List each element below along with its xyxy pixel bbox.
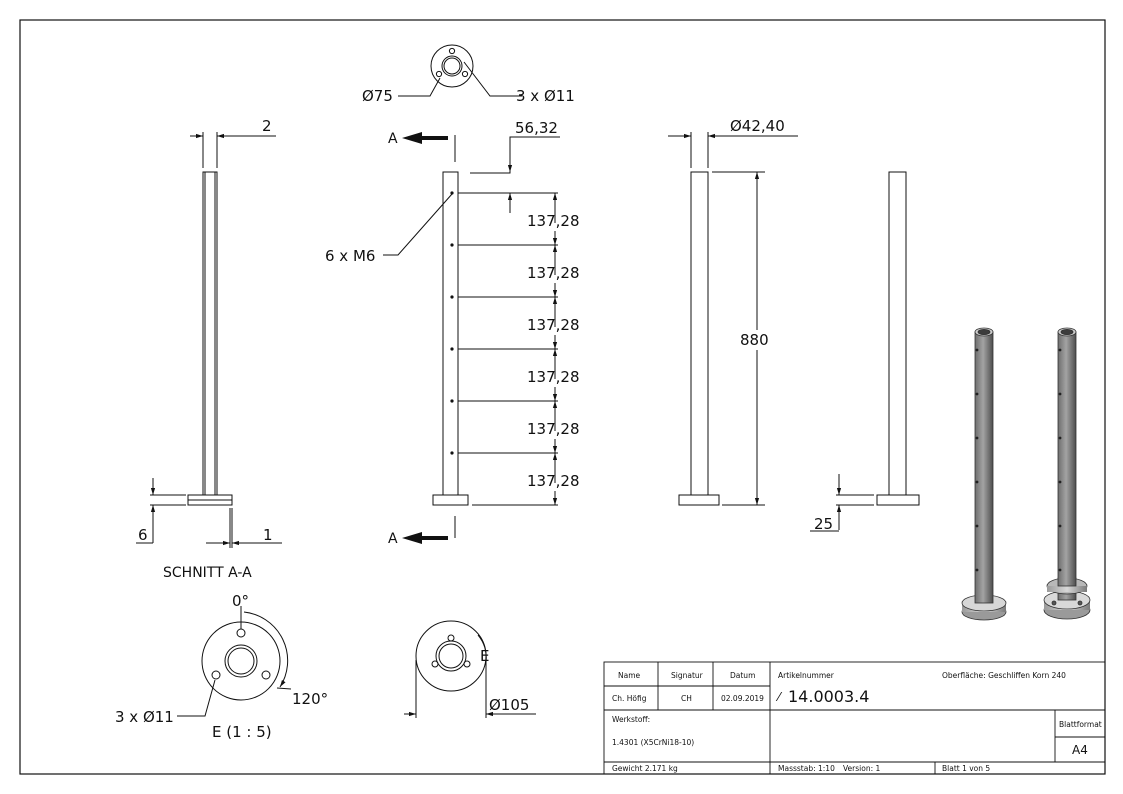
side-view <box>668 132 798 506</box>
section-view <box>136 132 282 548</box>
tb-weight: Gewicht 2.171 kg <box>612 764 678 773</box>
iso-view-2 <box>1043 327 1091 620</box>
section-wall-dim: 2 <box>262 117 272 135</box>
tb-version: Version: 1 <box>843 764 880 773</box>
spacing-dim-label: 137,28 <box>527 316 580 334</box>
spacing-dim-label: 137,28 <box>527 264 580 282</box>
iso-tube-hole <box>1058 436 1062 440</box>
iso-tube-hole <box>1058 480 1062 484</box>
iso-view-1 <box>961 327 1007 621</box>
front-hole <box>450 295 454 299</box>
tb-sheet: Blatt 1 von 5 <box>942 764 990 773</box>
svg-text:A: A <box>388 131 398 147</box>
bottom-flange-dia: Ø105 <box>489 696 529 714</box>
spacing-dim-label: 137,28 <box>527 472 580 490</box>
front-hole <box>450 191 454 195</box>
section-offset-dim: 1 <box>263 526 273 544</box>
iso-tube-hole <box>975 348 979 352</box>
detail-angle-side: 120° <box>292 690 328 708</box>
tb-header-name: Name <box>618 671 641 680</box>
front-hole <box>450 347 454 351</box>
front-hole <box>450 451 454 455</box>
section-flange-dim: 6 <box>138 526 148 544</box>
front-hole <box>450 243 454 247</box>
tb-name: Ch. Höfig <box>612 694 647 703</box>
tb-header-date: Datum <box>730 671 755 680</box>
top-bolt-holes: 3 x Ø11 <box>516 87 575 105</box>
detail-label: E (1 : 5) <box>212 723 272 741</box>
front-spacing-dims: 137,28 137,28 137,28 137,28 137,28 137,28 <box>458 192 580 505</box>
spacing-dim-label: 137,28 <box>527 212 580 230</box>
tb-article-prefix: ⁄ <box>775 690 783 704</box>
svg-text:A: A <box>388 531 398 547</box>
tb-header-signature: Signatur <box>671 671 704 680</box>
section-marker-bottom: A <box>388 531 448 547</box>
detail-bolt-holes: 3 x Ø11 <box>115 708 174 726</box>
front-holes-label: 6 x M6 <box>325 247 375 265</box>
tb-article-number: 14.0003.4 <box>788 687 869 706</box>
bottom-view <box>404 620 536 718</box>
front-top-hole-dim: 56,32 <box>515 119 558 137</box>
iso-tube-hole <box>975 392 979 396</box>
rear-flange-thickness: 25 <box>814 515 833 533</box>
tb-article-label: Artikelnummer <box>778 671 835 680</box>
top-flange-dia: Ø75 <box>362 87 393 105</box>
front-hole <box>450 399 454 403</box>
bottom-detail-marker: E <box>480 647 489 665</box>
sheet-border <box>19 19 1106 775</box>
title-block <box>603 661 1106 775</box>
spacing-dim-label: 137,28 <box>527 368 580 386</box>
iso-tube-hole <box>1058 568 1062 572</box>
spacing-dim-label: 137,28 <box>527 420 580 438</box>
tb-material-value: 1.4301 (X5CrNi18-10) <box>612 738 694 747</box>
top-view <box>398 44 522 97</box>
rear-view <box>810 171 920 532</box>
iso-tube-hole <box>975 568 979 572</box>
detail-e-view <box>177 606 292 717</box>
tb-date: 02.09.2019 <box>721 694 764 703</box>
tb-scale: Massstab: 1:10 <box>778 764 835 773</box>
iso-tube-hole <box>1058 392 1062 396</box>
tb-material-label: Werkstoff: <box>612 715 650 724</box>
section-marker-top: A <box>388 131 448 147</box>
tb-surface: Oberfläche: Geschliffen Korn 240 <box>942 671 1066 680</box>
iso-tube-hole <box>975 524 979 528</box>
tb-sheet-format: A4 <box>1072 743 1088 757</box>
side-height: 880 <box>740 331 769 349</box>
iso-tube-hole <box>975 436 979 440</box>
iso-tube-hole <box>1058 524 1062 528</box>
front-view <box>383 135 560 538</box>
detail-angle-top: 0° <box>232 592 249 610</box>
tb-sheet-format-label: Blattformat <box>1059 720 1102 729</box>
section-label: SCHNITT A-A <box>163 565 252 581</box>
iso-holes <box>975 348 1062 572</box>
tb-signature: CH <box>681 694 692 703</box>
front-holes <box>450 191 454 455</box>
iso-tube-hole <box>975 480 979 484</box>
side-tube-dia: Ø42,40 <box>730 117 785 135</box>
iso-tube-hole <box>1058 348 1062 352</box>
